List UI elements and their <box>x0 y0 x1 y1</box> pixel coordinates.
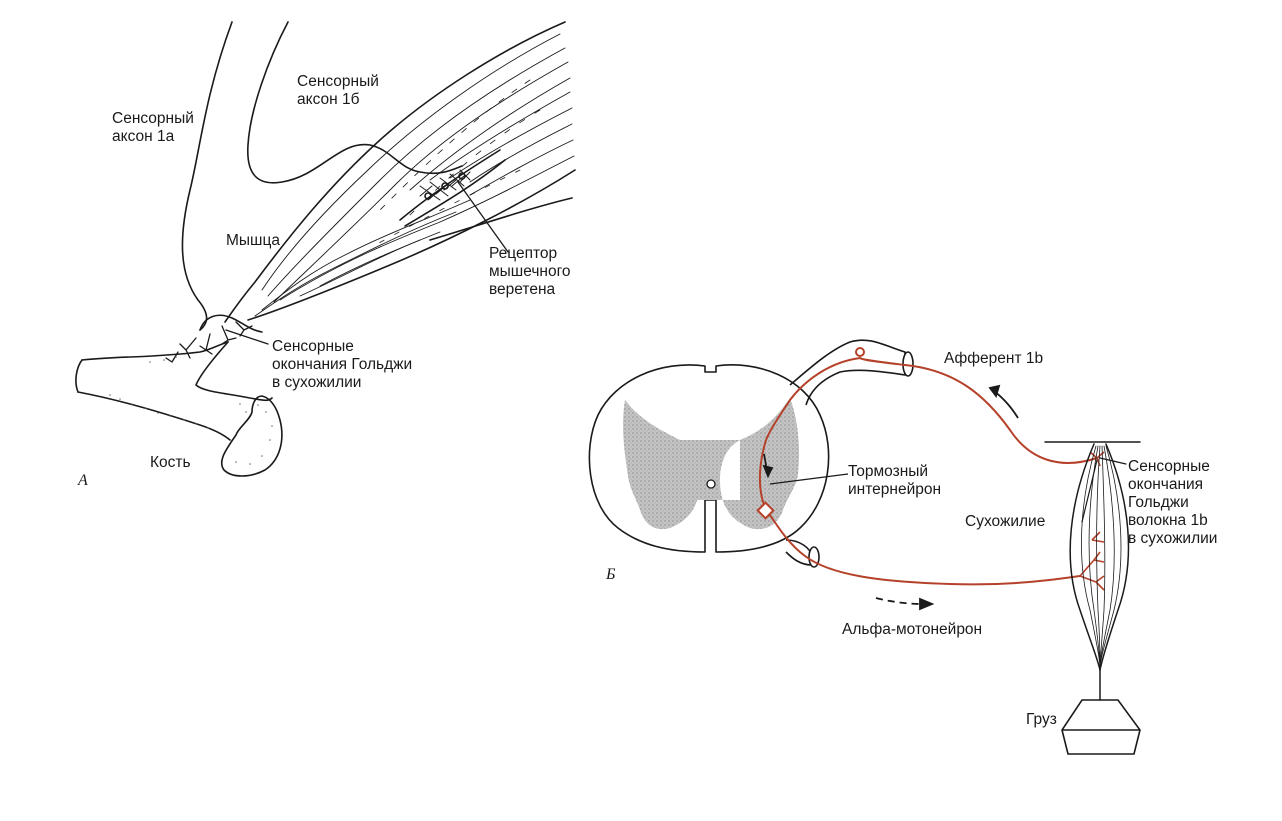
spinal-cord-outline <box>588 364 830 553</box>
neuron-pathways <box>756 347 1105 591</box>
tendon-leader <box>1081 459 1098 523</box>
alpha-motoneuron-fiber <box>769 514 1081 586</box>
label-muscle: Мышца <box>226 232 280 249</box>
afferent-1b-fiber <box>765 356 1098 464</box>
arrows <box>762 384 1019 611</box>
dorsal-ganglion-cell <box>855 347 865 357</box>
golgi-fiber-leader <box>1099 457 1127 465</box>
spindle-leader <box>457 181 509 253</box>
label-alpha-motoneuron: Альфа-мотонейрон <box>842 621 983 638</box>
interneuron-leader <box>769 473 849 485</box>
panel-letter-a: А <box>78 472 88 489</box>
ventral-root <box>785 539 813 566</box>
label-inhibitory-interneuron: Тормозный интернейрон <box>848 463 942 498</box>
tendon-a <box>199 314 263 333</box>
label-sensory-axon-1b: Сенсорный аксон 1б <box>297 73 379 108</box>
weight <box>1061 699 1141 755</box>
label-sensory-axon-1a: Сенсорный аксон 1а <box>112 110 194 145</box>
label-golgi-fiber: Сенсорные окончания Гольджи волокна 1b в… <box>1128 458 1218 547</box>
muscle <box>224 21 576 323</box>
muscle-spindle <box>399 149 506 227</box>
label-spindle-receptor: Рецептор мышечного веретена <box>489 245 571 298</box>
label-golgi-endings: Сенсорные окончания Гольджи в сухожилии <box>272 338 413 391</box>
label-afferent-1b: Афферент 1b <box>944 350 1044 367</box>
grey-matter <box>623 398 800 530</box>
bone-stipple <box>109 356 273 465</box>
central-canal <box>706 479 716 489</box>
motoneuron-arrow <box>875 597 923 605</box>
golgi-endings-a <box>165 321 253 363</box>
panel-a-drawing <box>75 21 576 477</box>
label-bone: Кость <box>150 454 191 471</box>
muscle-b <box>1044 441 1141 755</box>
label-tendon: Сухожилие <box>965 513 1046 530</box>
panel-letter-b: Б <box>606 566 616 583</box>
label-weight: Груз <box>1026 711 1057 728</box>
motoneuron-soma <box>756 501 775 520</box>
sensory-axon-1b <box>247 21 463 184</box>
spinal-cord <box>588 339 914 568</box>
bone <box>75 341 283 477</box>
sensory-axon-1a <box>181 21 233 331</box>
golgi-leader-a <box>225 329 269 345</box>
motor-endplate-branches <box>1079 531 1105 591</box>
